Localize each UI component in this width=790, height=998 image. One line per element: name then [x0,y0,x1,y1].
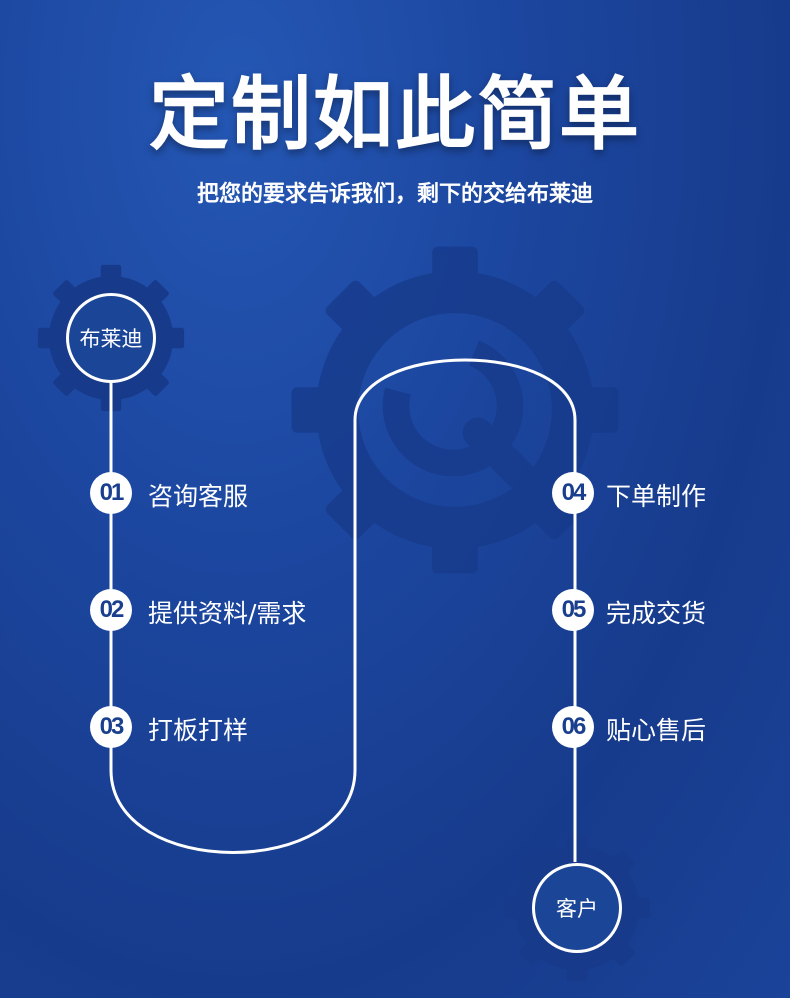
step-label: 贴心售后 [606,716,707,745]
step-badge: 01 [90,472,132,514]
step-badge: 03 [90,706,132,748]
page-subtitle: 把您的要求告诉我们，剩下的交给布莱迪 [196,182,593,207]
start-node: 布莱迪 [66,293,156,383]
step-label: 咨询客服 [148,482,249,511]
step-badge: 05 [552,589,594,631]
flow-line [109,358,577,862]
step-badge: 06 [552,706,594,748]
step-badge: 02 [90,589,132,631]
step-badge: 04 [552,472,594,514]
step-label: 下单制作 [606,482,707,511]
end-node: 客户 [532,863,622,953]
page-title: 定制如此简单 [149,68,641,161]
step-label: 提供资料/需求 [148,599,307,628]
step-label: 打板打样 [148,716,249,745]
step-label: 完成交货 [606,599,707,628]
gear-watermark-icon [292,247,619,574]
